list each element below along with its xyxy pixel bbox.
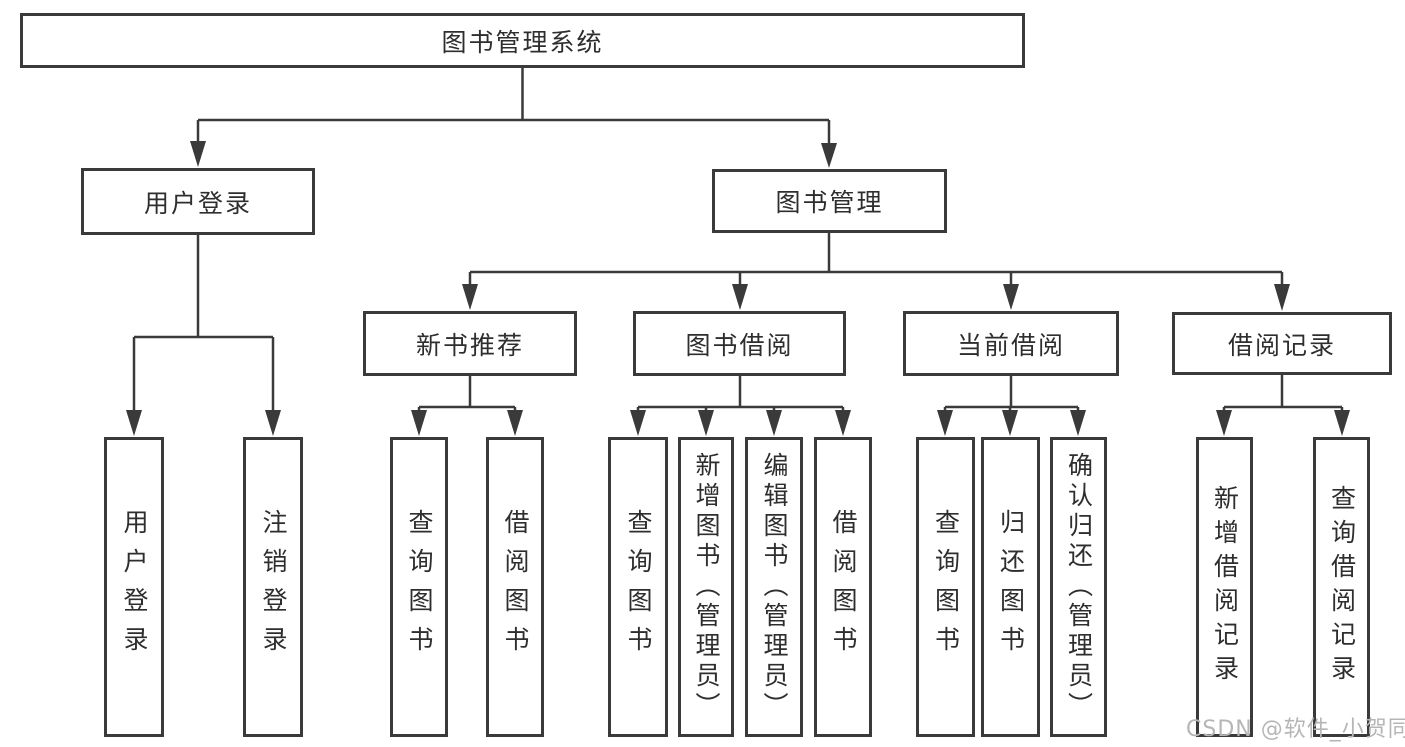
leaf-query-books-recommend: 查询图书: [390, 437, 448, 737]
node-library-system: 图书管理系统: [20, 13, 1025, 68]
leaf-confirm-return-admin: 确认归还（管理员）: [1050, 437, 1107, 737]
leaf-edit-books-admin: 编辑图书（管理员）: [745, 437, 803, 737]
leaf-user-login: 用户登录: [104, 437, 164, 737]
arrow-down-icon: [835, 410, 851, 436]
leaf-query-books-current: 查询图书: [916, 437, 975, 737]
node-current-borrow: 当前借阅: [903, 311, 1119, 376]
node-book-borrow: 图书借阅: [633, 311, 846, 376]
arrow-down-icon: [1002, 410, 1018, 436]
edge-user-split: [132, 235, 275, 416]
arrow-down-icon: [698, 410, 714, 436]
connector-edges: [132, 68, 1344, 416]
leaf-borrow-books-recommend: 借阅图书: [486, 437, 544, 737]
arrow-down-icon: [1334, 410, 1350, 436]
leaf-add-books-admin: 新增图书（管理员）: [678, 437, 734, 737]
arrow-down-icon: [265, 410, 281, 436]
arrow-down-icon: [411, 410, 427, 436]
leaf-borrow-books: 借阅图书: [814, 437, 872, 737]
leaf-return-books: 归还图书: [981, 437, 1040, 737]
leaf-query-books-borrow: 查询图书: [608, 437, 668, 737]
csdn-watermark: CSDN @软件_小贺同学: [1186, 717, 1405, 742]
edge-root-split: [196, 68, 831, 149]
arrowheads: [126, 141, 1350, 436]
edge-borrow-split: [636, 376, 845, 415]
arrow-down-icon: [1274, 284, 1290, 311]
arrow-down-icon: [190, 141, 206, 167]
node-new-book-recommend: 新书推荐: [363, 311, 577, 376]
arrow-down-icon: [507, 410, 523, 436]
arrow-down-icon: [126, 410, 142, 436]
arrow-down-icon: [1216, 410, 1232, 436]
arrow-down-icon: [821, 143, 837, 168]
arrow-down-icon: [462, 284, 478, 310]
arrow-down-icon: [732, 284, 748, 310]
node-borrow-records: 借阅记录: [1172, 312, 1392, 375]
node-user-login: 用户登录: [81, 168, 315, 235]
edge-records-split: [1222, 375, 1344, 415]
leaf-add-borrow-record: 新增借阅记录: [1196, 437, 1253, 737]
node-book-management: 图书管理: [712, 169, 947, 233]
arrow-down-icon: [1003, 284, 1019, 310]
leaf-query-borrow-record: 查询借阅记录: [1313, 437, 1370, 737]
edge-recommend-split: [417, 376, 517, 415]
arrow-down-icon: [766, 410, 782, 436]
arrow-down-icon: [630, 410, 646, 436]
arrow-down-icon: [937, 410, 953, 436]
leaf-logout: 注销登录: [243, 437, 303, 737]
arrow-down-icon: [1070, 410, 1086, 436]
edge-bookmgmt-split: [468, 233, 1284, 290]
edge-current-split: [943, 376, 1080, 415]
